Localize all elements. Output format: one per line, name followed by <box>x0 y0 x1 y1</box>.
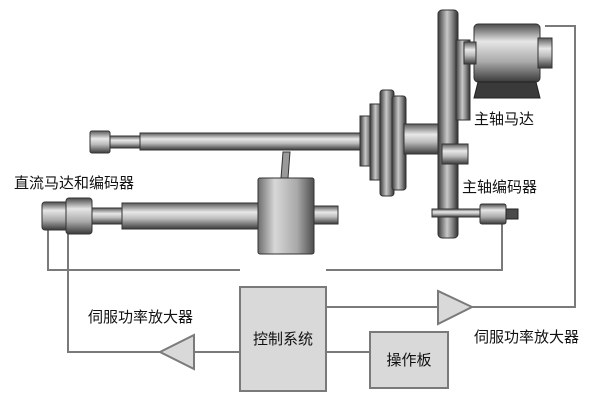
control-system-label: 控制系统 <box>252 329 313 348</box>
servo-amplifier-right <box>437 289 475 326</box>
servo-amplifier-left <box>157 333 195 371</box>
control-system-box <box>239 286 327 392</box>
servo-amplifier-right-label: 伺服功率放大器 <box>474 328 580 346</box>
spindle-motor <box>463 23 553 99</box>
feed-axis <box>41 177 339 255</box>
dc-motor-encoder-label: 直流马达和编码器 <box>14 174 135 192</box>
wire-spindle-encoder-feedback <box>326 224 503 271</box>
spindle-encoder-label: 主轴编码器 <box>462 178 538 196</box>
pulley-plate <box>437 9 471 239</box>
spindle-encoder <box>431 203 519 225</box>
spindle-motor-label: 主轴马达 <box>474 110 535 128</box>
operation-panel-label: 操作板 <box>386 350 432 369</box>
wire-left-amp-to-dc-motor <box>67 228 160 353</box>
servo-amplifier-left-label: 伺服功率放大器 <box>88 308 194 326</box>
spindle-chuck <box>359 89 445 197</box>
wire-motor-to-right-amp <box>472 25 576 308</box>
operation-panel-box <box>369 331 449 389</box>
spindle-shaft <box>89 130 371 179</box>
wire-dc-encoder-feedback <box>47 224 240 271</box>
signal-lines <box>47 25 576 353</box>
